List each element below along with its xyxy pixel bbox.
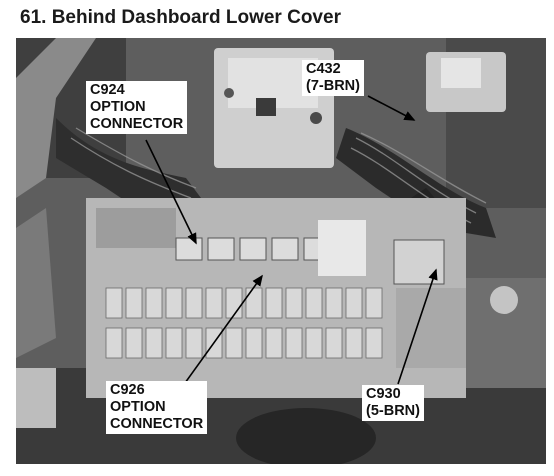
- page-title: 61. Behind Dashboard Lower Cover: [20, 7, 341, 28]
- callout-c924-id: C924: [90, 82, 125, 98]
- callout-c432-id: C432: [306, 61, 341, 77]
- callout-c924-line3: CONNECTOR: [90, 116, 184, 132]
- dashboard-photo: [16, 38, 546, 464]
- callout-c926-id: C926: [110, 382, 145, 398]
- callout-c432-line2: (7-BRN): [306, 78, 360, 94]
- callout-c930: C930 (5-BRN): [362, 385, 424, 421]
- callout-c926-line3: CONNECTOR: [110, 416, 204, 432]
- callout-c432: C432 (7-BRN): [302, 60, 364, 96]
- callout-c930-id: C930: [366, 386, 401, 402]
- photo-illustration: [16, 38, 546, 464]
- callout-c924-line2: OPTION: [90, 99, 146, 115]
- callout-c926-line2: OPTION: [110, 399, 166, 415]
- callout-c930-line2: (5-BRN): [366, 403, 420, 419]
- callout-c924: C924 OPTION CONNECTOR: [86, 81, 188, 134]
- callout-c926: C926 OPTION CONNECTOR: [106, 381, 208, 434]
